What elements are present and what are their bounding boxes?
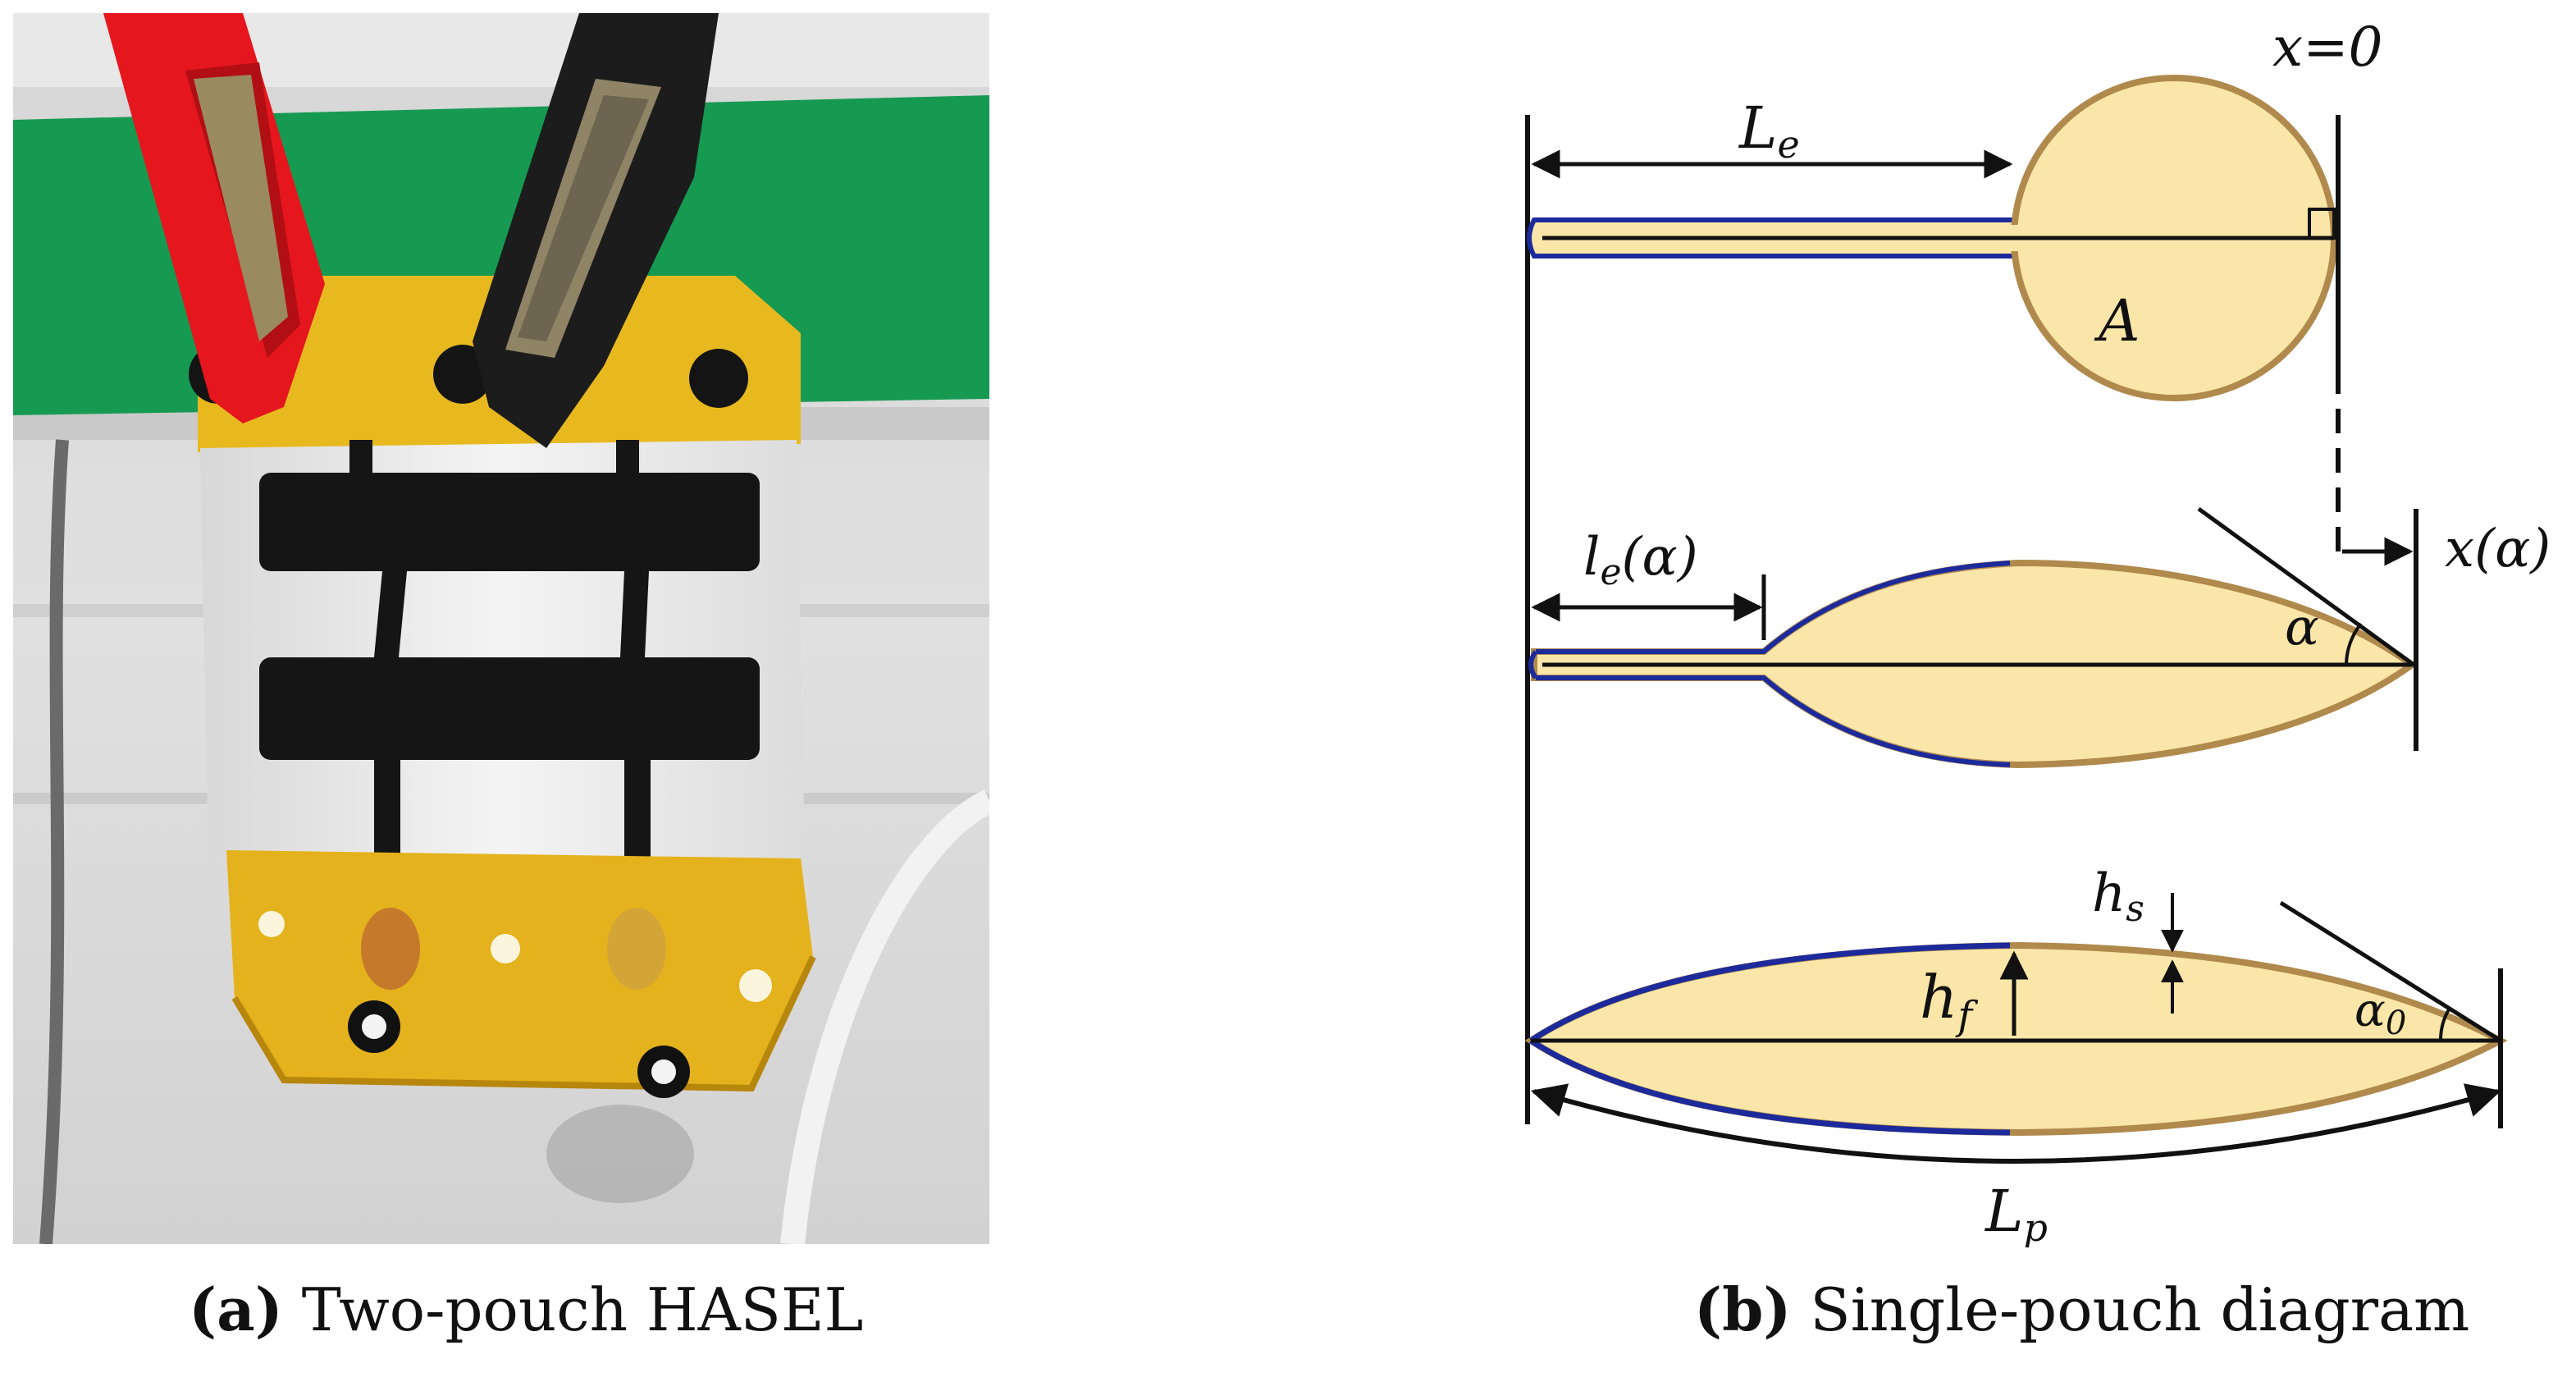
label-Lp: Lp — [1984, 1178, 2048, 1247]
caption-a-tag: (a) — [189, 1274, 283, 1344]
label-hs: hs — [2092, 863, 2144, 930]
tangent-line — [2197, 506, 2418, 669]
mount-hole — [491, 934, 520, 963]
bottom-frame-edge — [231, 955, 816, 1092]
mount-hole — [258, 911, 285, 937]
alpha-arc — [2345, 622, 2363, 666]
caption-b-text: Single-pouch diagram — [1810, 1275, 2470, 1344]
shadow — [546, 1105, 694, 1203]
label-x-alpha: x(α) — [2445, 519, 2551, 579]
caption-a-text: Two-pouch HASEL — [301, 1275, 864, 1344]
label-alpha: α — [2285, 597, 2319, 657]
electrode-edge — [1528, 561, 2011, 767]
label-Le: Le — [1738, 94, 1800, 167]
single-pouch-diagram: x=0 Le A le(α) x(α) α hs hf α0 Lp — [1524, 16, 2551, 1247]
alpha0-arc — [2438, 1009, 2450, 1041]
tangent-line-full — [2279, 900, 2502, 1043]
cable — [780, 789, 989, 1244]
caption-b-tag: (b) — [1694, 1274, 1792, 1344]
eyelet — [651, 1059, 676, 1084]
pouch-state-flat: x=0 Le A — [1527, 16, 2383, 558]
electrodes — [259, 440, 760, 904]
label-area: A — [2094, 287, 2140, 355]
hasel-photo — [13, 13, 989, 1244]
label-le-alpha: le(α) — [1583, 527, 1698, 593]
pouch-state-full: hs hf α0 Lp — [1524, 863, 2508, 1247]
cable — [39, 439, 69, 1244]
caption-a: (a) Two-pouch HASEL — [189, 1280, 863, 1340]
caption-b: (b) Single-pouch diagram — [1694, 1280, 2469, 1340]
right-angle-mark — [2308, 208, 2336, 240]
pouch-state-partial: le(α) x(α) α — [1528, 506, 2551, 769]
mount-hole — [739, 969, 772, 1002]
solder-pad — [361, 908, 420, 990]
screw — [689, 349, 748, 408]
solder-pad — [607, 908, 666, 990]
lp-arc-arrow — [1530, 1083, 2502, 1164]
eyelet — [362, 1014, 386, 1039]
black-clip — [473, 13, 719, 448]
bottom-frame — [226, 850, 813, 1088]
label-x0: x=0 — [2272, 16, 2383, 79]
label-alpha0: α0 — [2354, 984, 2406, 1042]
red-clip — [103, 13, 325, 423]
